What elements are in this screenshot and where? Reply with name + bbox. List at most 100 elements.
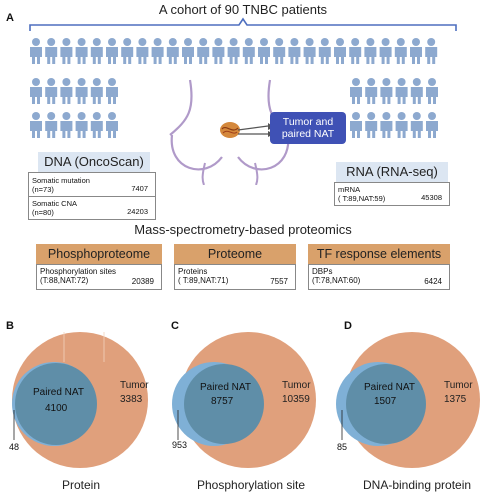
tumor-tissue-icon	[220, 122, 240, 138]
patient-figure-icon	[350, 78, 362, 104]
ms-proteomics-title: Mass-spectrometry-based proteomics	[134, 222, 352, 237]
patient-figure-icon	[30, 112, 42, 138]
patient-figure-icon	[106, 78, 118, 104]
venn-dna-binding-protein	[336, 332, 480, 468]
venn-c-nat-label: Paired NAT	[200, 382, 251, 393]
patient-figure-icon	[288, 38, 301, 64]
panel-d-letter: D	[344, 320, 352, 332]
patient-figure-icon	[45, 78, 58, 104]
patient-figure-icon	[60, 112, 73, 138]
venn-d-nat-value: 1507	[374, 396, 397, 407]
phospho-label: Phosphorylation sites	[40, 267, 117, 276]
patient-figure-icon	[410, 112, 423, 138]
patient-figure-icon	[121, 38, 134, 64]
patient-figure-icon	[136, 38, 149, 64]
patient-figure-icon	[379, 38, 392, 64]
venn-b-tumor-value: 3383	[120, 394, 143, 405]
patient-figure-icon	[106, 112, 118, 138]
tf-response-box: DBPs (T:78,NAT:60) 6424	[308, 264, 450, 290]
venn-d-caption: DNA-binding protein	[363, 478, 472, 492]
cohort-title: A cohort of 90 TNBC patients	[158, 2, 328, 17]
venn-b-tumor-label: Tumor	[120, 380, 149, 391]
patient-figure-icon	[395, 112, 408, 138]
patient-figure-icon	[45, 112, 58, 138]
patient-figure-icon	[45, 38, 58, 64]
patient-figure-icon	[318, 38, 331, 64]
dbps-label: DBPs	[312, 267, 333, 276]
patient-figure-icon	[425, 38, 438, 64]
patient-figure-icon	[212, 38, 225, 64]
patient-figure-icon	[364, 38, 377, 64]
panel-a-letter: A	[6, 12, 14, 24]
patient-figure-icon	[75, 112, 88, 138]
venn-c-tumor-label: Tumor	[282, 380, 311, 391]
patient-figure-icon	[380, 78, 393, 104]
dbps-n: (T:78,NAT:60)	[312, 276, 361, 285]
patient-figure-icon	[90, 78, 103, 104]
patient-figures	[30, 38, 438, 138]
somatic-mutation-n: (n=73)	[32, 185, 54, 194]
patient-figure-icon	[410, 78, 423, 104]
venn-c-caption: Phosphorylation site	[197, 478, 306, 492]
proteome-box: Proteins ( T:89,NAT:71) 7557	[174, 264, 296, 290]
rna-data-box: mRNA ( T:89,NAT:59) 45308	[334, 182, 450, 206]
patient-figure-icon	[380, 112, 393, 138]
somatic-cna-n: (n=80)	[32, 208, 54, 217]
patient-figure-icon	[303, 38, 316, 64]
callout-text: Tumor and paired NAT	[281, 116, 335, 140]
venn-b-caption: Protein	[62, 478, 101, 492]
phosphoproteome-box: Phosphorylation sites (T:88,NAT:72) 2038…	[36, 264, 162, 290]
patient-figure-icon	[395, 78, 408, 104]
somatic-cna-value: 24203	[127, 207, 148, 216]
patient-figure-icon	[426, 78, 438, 104]
patient-figure-icon	[60, 78, 73, 104]
patient-figure-icon	[410, 38, 422, 64]
mrna-label: mRNA	[338, 185, 361, 194]
somatic-mutation-value: 7407	[131, 184, 148, 193]
venn-c-small-value: 953	[172, 440, 188, 450]
dna-oncoscan-header: DNA (OncoScan)	[38, 152, 150, 172]
phosphoproteome-header: Phosphoproteome	[36, 244, 162, 264]
patient-figure-icon	[350, 112, 362, 138]
venn-b-nat-label: Paired NAT	[33, 387, 84, 398]
patient-figure-icon	[349, 38, 362, 64]
patient-figure-icon	[30, 78, 42, 104]
patient-figure-icon	[151, 38, 164, 64]
venn-c-nat-value: 8757	[211, 396, 234, 407]
dna-data-box: Somatic mutation (n=73) 7407 Somatic CNA…	[28, 172, 156, 220]
phospho-value: 20389	[131, 277, 154, 286]
venn-d-tumor-value: 1375	[444, 394, 467, 405]
venn-protein	[12, 332, 148, 468]
proteins-label: Proteins	[178, 267, 208, 276]
patient-figure-icon	[182, 38, 194, 64]
somatic-cna-label: Somatic CNA	[32, 199, 78, 208]
patient-figure-icon	[334, 38, 346, 64]
dbps-value: 6424	[424, 277, 442, 286]
venn-d-small-value: 85	[337, 442, 348, 452]
tf-response-header: TF response elements	[308, 244, 450, 264]
patient-figure-icon	[365, 78, 378, 104]
patient-figure-icon	[75, 38, 88, 64]
cohort-bracket	[29, 17, 457, 31]
venn-b-small-value: 48	[9, 442, 20, 452]
phospho-n: (T:88,NAT:72)	[40, 276, 89, 285]
patient-figure-icon	[90, 38, 103, 64]
mrna-value: 45308	[421, 193, 442, 202]
proteome-header: Proteome	[174, 244, 296, 264]
patient-figure-icon	[90, 112, 103, 138]
patient-figure-icon	[273, 38, 286, 64]
panel-c-letter: C	[171, 320, 179, 332]
somatic-mutation-label: Somatic mutation	[32, 176, 90, 185]
patient-figure-icon	[227, 38, 240, 64]
patient-figure-icon	[166, 38, 179, 64]
tumor-nat-callout: Tumor and paired NAT	[270, 112, 346, 144]
patient-figure-icon	[258, 38, 270, 64]
venn-phosphorylation-site	[172, 332, 316, 468]
somatic-cna-row: Somatic CNA (n=80) 24203	[32, 199, 152, 217]
panel-b-letter: B	[6, 320, 14, 332]
patient-figure-icon	[197, 38, 210, 64]
patient-figure-icon	[75, 78, 88, 104]
patient-figure-icon	[394, 38, 407, 64]
proteins-value: 7557	[270, 277, 288, 286]
venn-d-tumor-label: Tumor	[444, 380, 473, 391]
